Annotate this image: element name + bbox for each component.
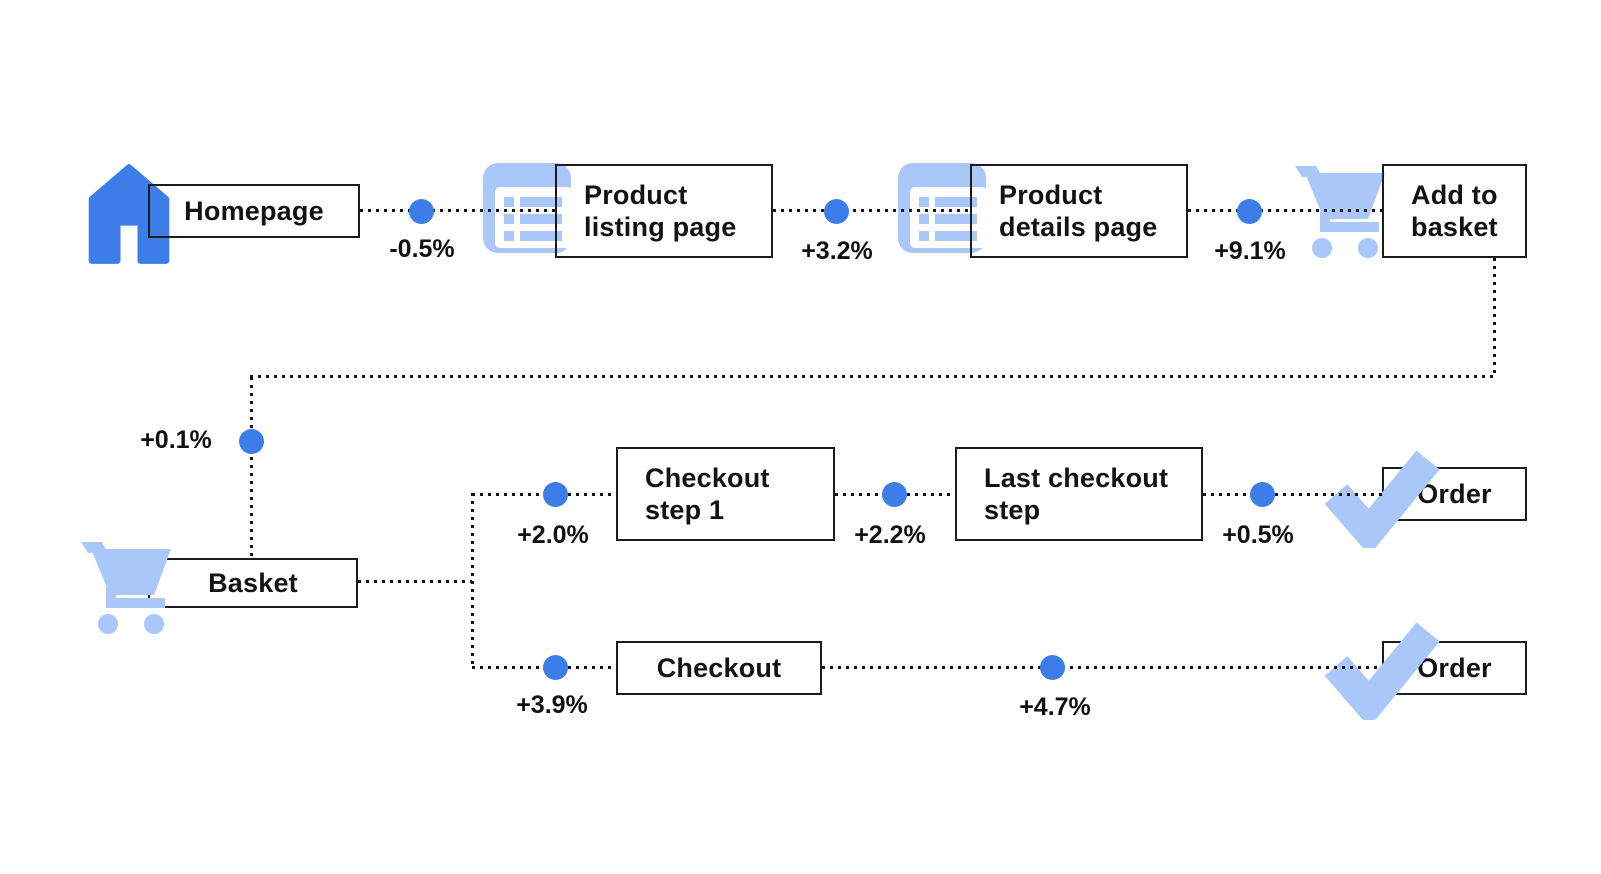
- order-top-checkmark-icon: [1320, 444, 1442, 556]
- node-homepage-label: Homepage: [184, 195, 324, 226]
- connector-details-addbasket: [1188, 209, 1382, 212]
- add-to-basket-cart-icon: [1292, 160, 1388, 262]
- node-checkout-step-1-label: Checkout step 1: [645, 463, 770, 525]
- delta-basket-checkout: +3.9%: [516, 691, 588, 719]
- delta-listing-details: +3.2%: [801, 237, 873, 265]
- flow-dot-details-addbasket: [1237, 199, 1262, 224]
- node-basket-box: Basket: [148, 558, 358, 608]
- node-basket-label: Basket: [208, 567, 298, 598]
- flow-dot-homepage-listing: [409, 199, 434, 224]
- flow-dot-lastcheckout-order: [1250, 482, 1275, 507]
- node-order-top-box: Order: [1382, 467, 1527, 521]
- flow-dot-listing-details: [824, 199, 849, 224]
- connector-homepage-listing: [360, 209, 555, 212]
- node-checkout-step-1-box: Checkout step 1: [616, 447, 835, 541]
- delta-addbasket-basket: +0.1%: [140, 426, 212, 454]
- node-add-to-basket-label: Add to basket: [1411, 180, 1498, 242]
- node-checkout-label: Checkout: [656, 652, 782, 683]
- connector-addbasket-down: [1493, 258, 1496, 377]
- flow-dot-checkout-order: [1040, 655, 1065, 680]
- connector-checkout-order: [822, 666, 1382, 669]
- connector-down-to-basket: [250, 377, 253, 558]
- connector-lastcheckout-order: [1203, 493, 1382, 496]
- flow-dot-basket-checkout: [543, 655, 568, 680]
- flow-dot-basket-checkout1: [543, 482, 568, 507]
- delta-details-addbasket: +9.1%: [1214, 237, 1286, 265]
- node-homepage-box: Homepage: [148, 184, 360, 238]
- node-order-bottom-label: Order: [1417, 652, 1492, 683]
- node-order-bottom-box: Order: [1382, 641, 1527, 695]
- node-product-details-box: Product details page: [970, 164, 1188, 258]
- delta-basket-checkout1: +2.0%: [517, 521, 589, 549]
- node-checkout-box: Checkout: [616, 641, 822, 695]
- delta-lastcheckout-order: +0.5%: [1222, 521, 1294, 549]
- product-listing-icon: [482, 162, 572, 254]
- product-details-icon: [897, 162, 987, 254]
- node-last-checkout-step-label: Last checkout step: [984, 463, 1169, 525]
- home-icon: [76, 160, 182, 268]
- node-order-top-label: Order: [1417, 478, 1492, 509]
- delta-homepage-listing: -0.5%: [389, 235, 455, 263]
- node-product-listing-label: Product listing page: [584, 180, 737, 242]
- node-add-to-basket-box: Add to basket: [1382, 164, 1527, 258]
- node-product-listing-box: Product listing page: [555, 164, 773, 258]
- node-last-checkout-step-box: Last checkout step: [955, 447, 1203, 541]
- delta-checkout1-lastcheckout: +2.2%: [854, 521, 926, 549]
- connector-basket-branch: [358, 580, 472, 583]
- order-bottom-checkmark-icon: [1320, 616, 1442, 728]
- connector-listing-details: [773, 209, 970, 212]
- connector-middle-horizontal: [250, 375, 1495, 378]
- flow-dot-checkout1-lastcheckout: [882, 482, 907, 507]
- delta-checkout-order: +4.7%: [1019, 693, 1091, 721]
- basket-cart-icon: [78, 536, 174, 638]
- flow-dot-addbasket-basket: [239, 429, 264, 454]
- connector-branch-vertical: [471, 493, 474, 669]
- node-product-details-label: Product details page: [999, 180, 1158, 242]
